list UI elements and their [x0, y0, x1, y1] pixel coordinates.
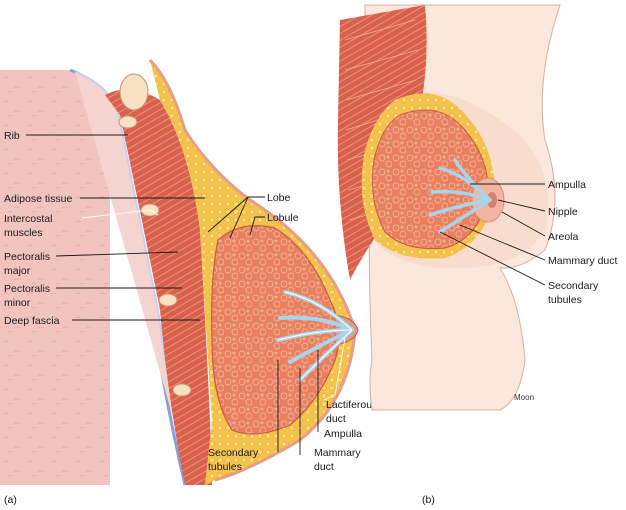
label-adipose-tissue: Adipose tissue	[4, 193, 72, 205]
label-deep-fascia: Deep fascia	[4, 315, 60, 327]
label-secondary-tubules-a-line2: tubules	[208, 461, 242, 473]
label-areola-b: Areola	[548, 231, 579, 243]
label-mammary-duct-line2: duct	[314, 461, 334, 473]
label-lactiferous-duct-line1: Lactiferous	[326, 399, 377, 411]
nipple-b	[487, 192, 497, 208]
label-secondary-tubules-a-line1: Secondary	[208, 447, 259, 459]
skin-edge	[148, 58, 357, 482]
ducts-b	[428, 158, 492, 234]
label-pectoralis-major-line1: Pectoralis	[4, 251, 50, 263]
label-nipple-b: Nipple	[548, 206, 578, 218]
glandular-lobes-b	[371, 109, 489, 250]
glandular-lobes	[211, 225, 340, 435]
artist-signature: Moon	[514, 393, 534, 402]
label-rib: Rib	[4, 130, 20, 142]
label-intercostal-muscles-line2: muscles	[4, 227, 43, 239]
chest-wall-tissue	[0, 70, 110, 485]
label-lactiferous-duct-line2: duct	[326, 413, 346, 425]
label-pectoralis-minor-line2: minor	[4, 297, 31, 309]
label-pectoralis-minor-line1: Pectoralis	[4, 283, 50, 295]
label-secondary-tubules-b-line1: Secondary	[548, 280, 599, 292]
label-ampulla-a: Ampulla	[324, 428, 362, 440]
panel-b-label: (b)	[422, 494, 435, 506]
rib-sections	[118, 115, 192, 397]
label-secondary-tubules-b-line2: tubules	[548, 294, 582, 306]
panel-b-anterior-view: Ampulla Nipple Areola Mammary duct Secon…	[337, 4, 618, 506]
label-mammary-duct-line1: Mammary	[314, 447, 361, 459]
label-ampulla-b: Ampulla	[548, 179, 586, 191]
label-pectoralis-major-line2: major	[4, 265, 31, 277]
label-mammary-duct-b: Mammary duct	[548, 255, 618, 267]
clavicle-section	[119, 73, 149, 111]
label-lobe: Lobe	[267, 192, 291, 204]
label-lobule: Lobule	[267, 212, 299, 224]
label-intercostal-muscles-line1: Intercostal	[4, 213, 52, 225]
panel-a-label: (a)	[4, 494, 17, 506]
panel-a-sagittal-section: Rib Adipose tissue Intercostal muscles P…	[0, 58, 377, 506]
